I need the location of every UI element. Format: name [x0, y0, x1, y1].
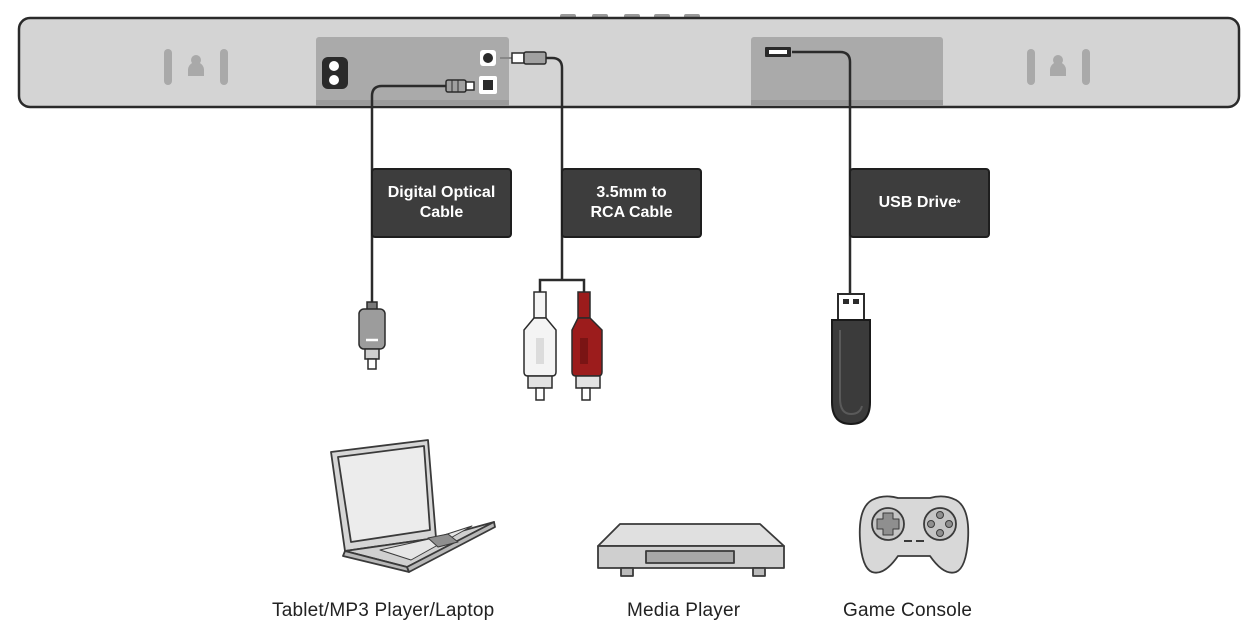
aux-plug-top — [500, 51, 547, 65]
optical-plug-bottom — [358, 301, 386, 370]
usb-drive-footnote-mark: * — [956, 198, 961, 208]
wall-mount-right — [1027, 49, 1090, 85]
optical-port — [479, 76, 497, 94]
aux-jack — [480, 50, 496, 66]
media-player-icon — [597, 523, 785, 577]
game-console-label: Game Console — [843, 600, 973, 621]
aux-cable — [538, 56, 586, 294]
usb-cable — [792, 50, 852, 294]
usb-drive-label: USB Drive* — [849, 168, 990, 238]
optical-cable-label-line2: Cable — [419, 204, 464, 221]
usb-drive-icon — [831, 293, 871, 426]
optical-plug-top — [445, 79, 475, 93]
rca-cable-label-line1: 3.5mm to — [596, 184, 667, 201]
media-player-label: Media Player — [627, 600, 741, 621]
laptop-label: Tablet/MP3 Player/Laptop — [272, 600, 495, 621]
usb-panel — [751, 37, 943, 106]
power-socket — [322, 57, 348, 89]
game-controller-icon — [858, 495, 970, 574]
optical-cable-label-line1: Digital Optical — [387, 184, 496, 201]
soundbar — [17, 14, 1241, 109]
rca-red-plug — [571, 291, 603, 401]
input-panel — [316, 37, 509, 106]
rca-cable-label-line2: RCA Cable — [590, 204, 673, 221]
optical-cable-label: Digital Optical Cable — [371, 168, 512, 238]
usb-drive-label-text: USB Drive — [878, 194, 957, 211]
rca-cable-label: 3.5mm to RCA Cable — [561, 168, 702, 238]
cables — [370, 50, 852, 304]
rca-white-plug — [523, 291, 557, 401]
laptop-icon — [330, 439, 496, 573]
wall-mount-left — [164, 49, 228, 85]
optical-cable — [370, 84, 446, 304]
